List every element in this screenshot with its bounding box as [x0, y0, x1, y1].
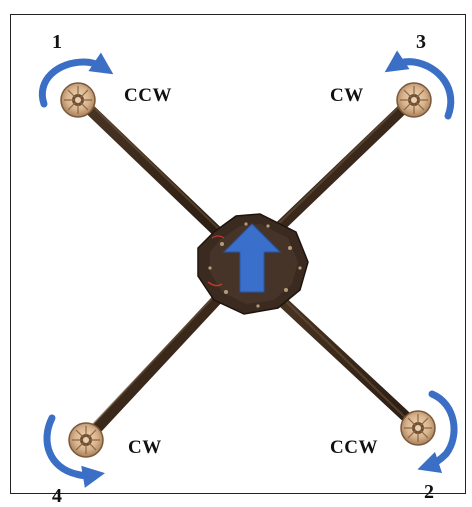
motor-1-direction: CCW: [124, 86, 172, 105]
arm-3: [268, 100, 412, 238]
arm-4: [86, 292, 224, 440]
motor-4-number: 4: [52, 486, 62, 506]
motor-2: [401, 411, 435, 445]
motor-1: [61, 83, 95, 117]
motor-2-direction: CCW: [330, 438, 378, 457]
motor-4-direction: CW: [128, 438, 162, 457]
motor-4: [69, 423, 103, 457]
motor-3: [397, 83, 431, 117]
motor-3-number: 3: [416, 32, 426, 52]
motor-3-direction: CW: [330, 86, 364, 105]
arm-1: [80, 100, 226, 240]
motor-1-number: 1: [52, 32, 62, 52]
motor-2-number: 2: [424, 482, 434, 502]
